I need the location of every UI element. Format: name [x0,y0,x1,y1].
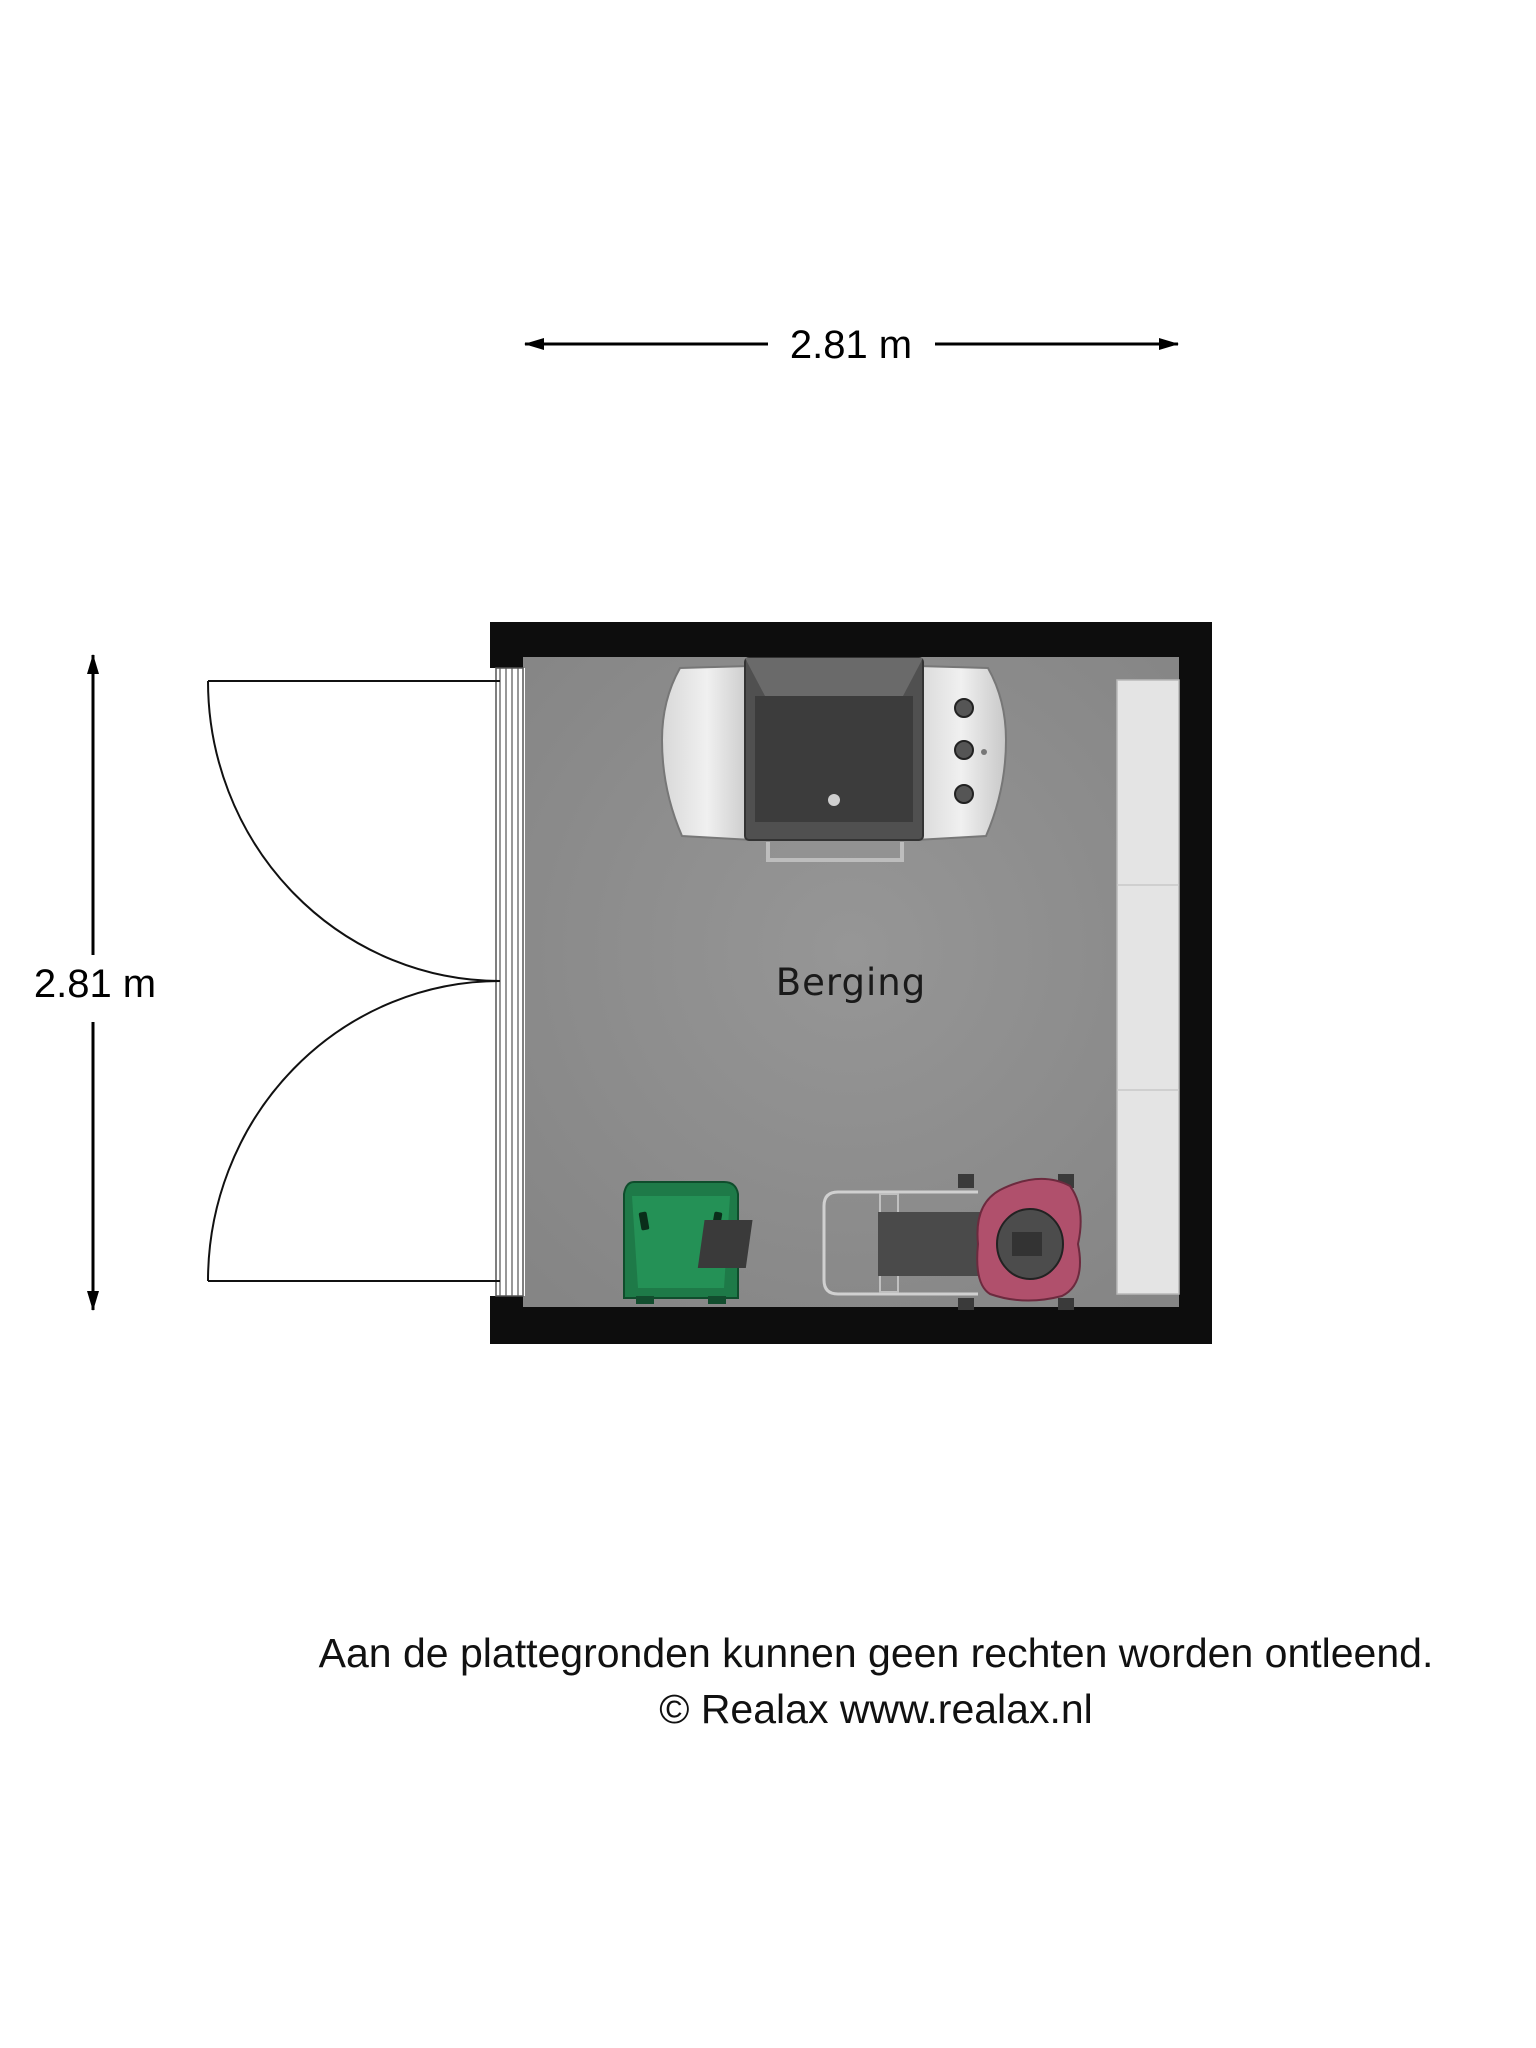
room-label: Berging [776,961,926,1004]
depth-dimension: 2.81 m [34,654,156,1311]
copyright-text: © Realax www.realax.nl [659,1686,1093,1732]
disclaimer-text: Aan de plattegronden kunnen geen rechten… [318,1630,1434,1676]
depth-dimension-label: 2.81 m [34,962,156,1006]
width-dimension-label: 2.81 m [790,323,912,367]
shelf-unit [1116,679,1180,1295]
bbq-knob [954,784,974,804]
bbq-center-knob [828,794,840,806]
disclaimer: Aan de plattegronden kunnen geen rechten… [200,1625,1536,1737]
width-dimension: 2.81 m [524,323,1179,367]
barbecue [660,657,1008,862]
double-door [207,680,501,1282]
lawn-mower [697,1174,1082,1310]
bbq-knob [954,740,974,760]
bbq-knob [954,698,974,718]
